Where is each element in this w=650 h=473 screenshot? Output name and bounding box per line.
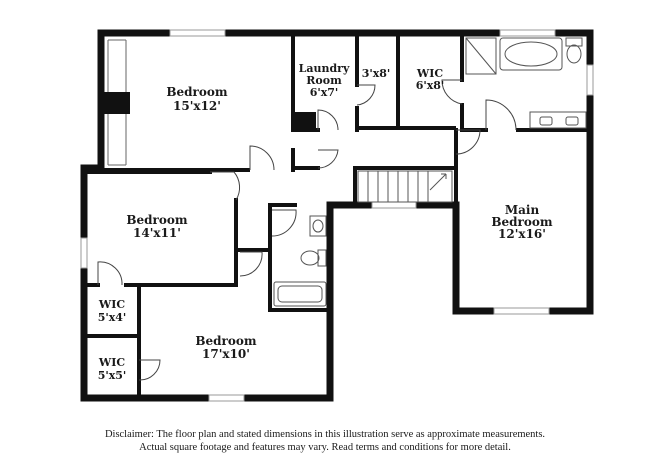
disclaimer-line-1: Disclaimer: The floor plan and stated di…: [104, 429, 546, 440]
disclaimer-line-2: Actual square footage and features may v…: [139, 442, 511, 453]
bathtub: [499, 37, 563, 71]
room-dims-main-bedroom: 12'x16': [498, 227, 546, 241]
room-name-bedroom-left: Bedroom: [126, 213, 187, 227]
column-block: [294, 112, 316, 132]
toilet-tank: [565, 37, 583, 47]
room-name-laundry-2: Room: [306, 74, 342, 87]
sink: [309, 215, 327, 237]
room-name-wic-a: WIC: [98, 298, 125, 311]
room-name-bedroom-top: Bedroom: [166, 85, 227, 99]
room-labels: Bedroom 15'x12' Laundry Room 6'x7' 3'x8'…: [98, 62, 553, 382]
hall-bath-fixtures: [273, 215, 327, 307]
room-name-wic-b: WIC: [98, 356, 125, 369]
room-name-bedroom-bottom: Bedroom: [195, 334, 256, 348]
room-dims-wic-b: 5'x5': [98, 369, 127, 382]
room-name-main-bedroom-1: Main: [505, 203, 540, 217]
toilet-bowl: [300, 250, 320, 266]
vanity: [529, 111, 587, 129]
main-bath-fixtures: [465, 37, 587, 129]
interior-walls: [85, 34, 589, 400]
room-dims-bedroom-bottom: 17'x10': [202, 347, 250, 361]
column-block: [104, 92, 130, 114]
room-dims-wic-a: 5'x4': [98, 311, 127, 324]
room-dims-wic-main: 6'x8': [416, 79, 445, 92]
room-dims-laundry: 6'x7': [310, 86, 339, 99]
room-dims-bedroom-left: 14'x11': [133, 226, 181, 240]
room-dims-bedroom-top: 15'x12': [173, 99, 221, 113]
bathtub: [273, 281, 327, 307]
toilet-tank: [317, 249, 327, 267]
shower: [465, 37, 497, 75]
staircase: [357, 170, 453, 203]
room-name-laundry-1: Laundry: [299, 62, 350, 75]
room-name-main-bedroom-2: Bedroom: [491, 215, 552, 229]
door-swings: [97, 79, 517, 381]
room-name-wic-main: WIC: [416, 67, 443, 80]
windows: [80, 29, 594, 402]
room-dims-closet: 3'x8': [362, 67, 391, 80]
toilet-bowl: [566, 44, 582, 64]
